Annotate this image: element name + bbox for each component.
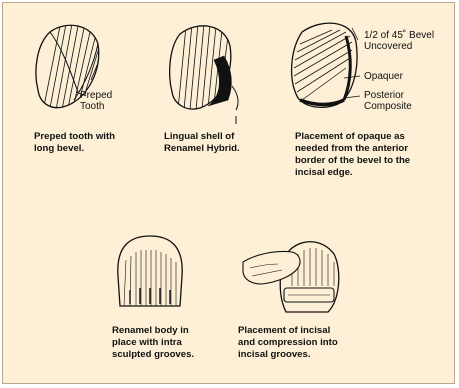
opaque-placement-drawing xyxy=(292,23,360,107)
callout-preped-tooth: Preped Tooth xyxy=(80,90,112,112)
callout-bevel-uncovered: 1/2 of 45˚ Bevel Uncovered xyxy=(364,30,434,52)
callout-opaquer: Opaquer xyxy=(364,71,403,82)
lingual-shell-drawing xyxy=(170,24,238,124)
caption-renamel-body: Renamel body in place with intra sculpte… xyxy=(112,325,194,361)
callout-posterior-composite: Posterior Composite xyxy=(364,90,412,112)
caption-lingual-shell: Lingual shell of Renamel Hybrid. xyxy=(164,131,240,155)
renamel-body-drawing xyxy=(118,236,182,306)
caption-incisal-compression: Placement of incisal and compression int… xyxy=(238,325,338,361)
incisal-compression-drawing xyxy=(243,242,339,312)
caption-opaque-placement: Placement of opaque as needed from the a… xyxy=(295,131,410,179)
caption-preped-tooth: Preped tooth with long bevel. xyxy=(34,131,115,155)
